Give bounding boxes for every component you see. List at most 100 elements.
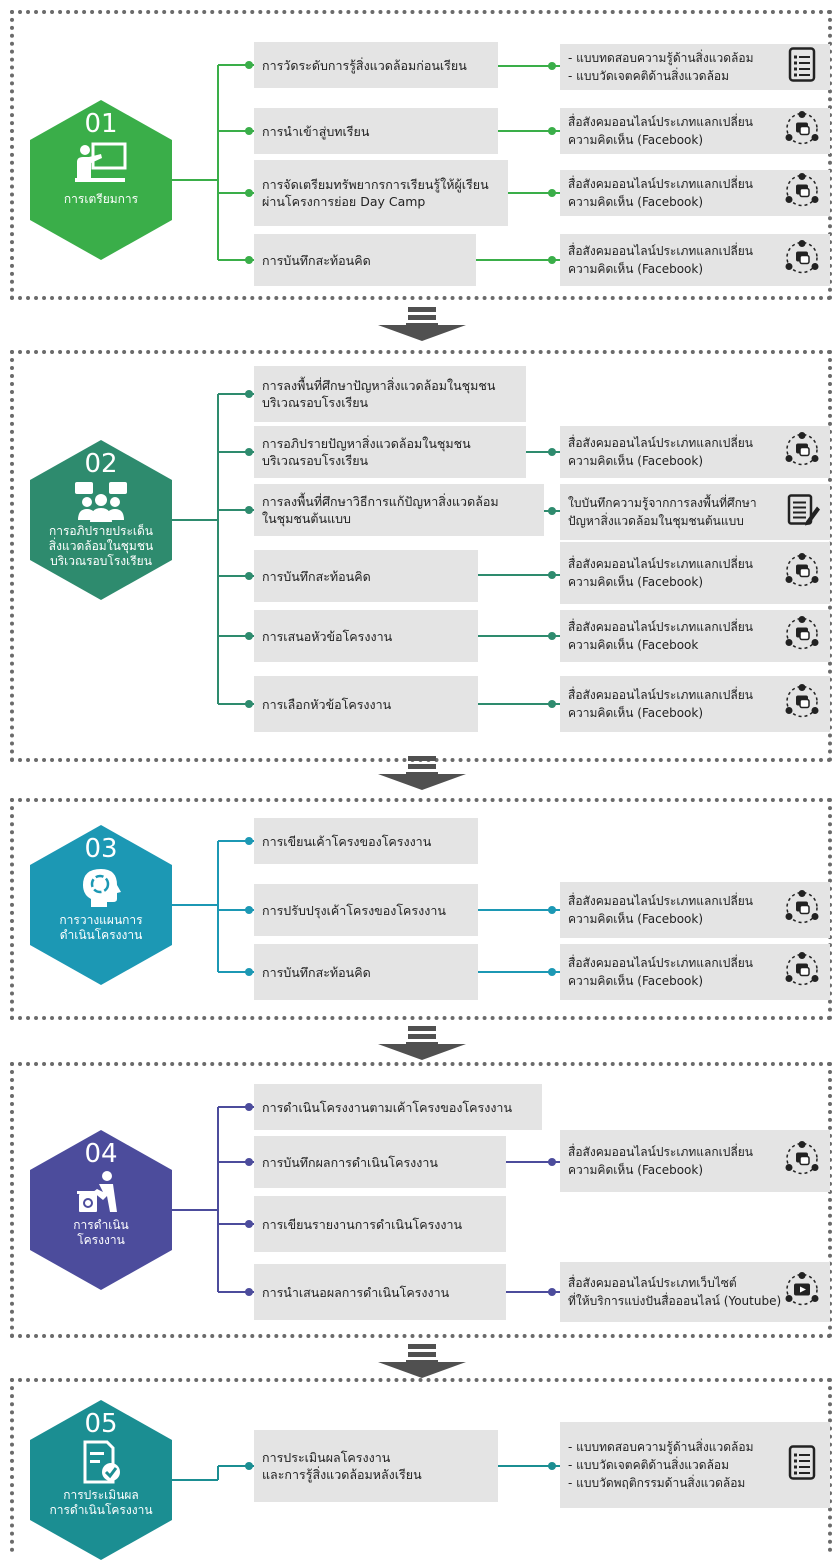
branch-line (218, 1106, 254, 1108)
phase-section (10, 1062, 832, 1338)
resource-box: สื่อสังคมออนไลน์ประเภทแลกเปลี่ยนความคิดเ… (560, 542, 830, 604)
social-network-icon (782, 171, 822, 216)
branch-line (218, 64, 254, 66)
phase-label-line: การอภิปรายประเด็น (48, 524, 153, 538)
phase-label-line: การดำเนิน (73, 1218, 129, 1232)
resource-box: สื่อสังคมออนไลน์ประเภทแลกเปลี่ยนความคิดเ… (560, 882, 830, 938)
step-box: การบันทึกสะท้อนคิด (254, 234, 476, 286)
recycling-person-icon (77, 1171, 117, 1212)
connector-line (172, 1479, 218, 1481)
branch-dot (245, 632, 253, 640)
branch-dot (245, 1158, 253, 1166)
resource-dot (548, 507, 556, 515)
resource-text-line: ความคิดเห็น (Facebook) (568, 706, 704, 720)
resource-dot (548, 1288, 556, 1296)
step-box: การบันทึกสะท้อนคิด (254, 944, 478, 1000)
resource-dot (548, 127, 556, 135)
resource-text-line: สื่อสังคมออนไลน์ประเภทแลกเปลี่ยน (568, 620, 753, 634)
step-text-line: ในชุมชนต้นแบบ (262, 511, 351, 526)
resource-text-line: สื่อสังคมออนไลน์ประเภทแลกเปลี่ยน (568, 1145, 753, 1159)
resource-text-line: ความคิดเห็น (Facebook) (568, 454, 704, 468)
document-icon (782, 45, 822, 90)
step-text-line: การบันทึกผลการดำเนินโครงงาน (262, 1154, 438, 1170)
resource-text-line: สื่อสังคมออนไลน์ประเภทแลกเปลี่ยน (568, 436, 753, 450)
phase-label: การดำเนินโครงงาน (30, 1218, 172, 1248)
branch-line (218, 1223, 254, 1225)
resource-box: สื่อสังคมออนไลน์ประเภทแลกเปลี่ยนความคิดเ… (560, 944, 830, 1000)
step-text-line: การเขียนรายงานการดำเนินโครงงาน (262, 1216, 463, 1232)
social-network-icon (785, 111, 819, 145)
resource-line (526, 451, 560, 453)
resource-dot (548, 1462, 556, 1470)
connector-trunk (217, 394, 219, 704)
branch-line (218, 1161, 254, 1163)
resource-dot (548, 700, 556, 708)
phase-label: การเตรียมการ (30, 192, 172, 207)
resource-line (478, 971, 560, 973)
down-arrow-icon (378, 307, 466, 341)
branch-line (218, 575, 254, 577)
discussion-group-icon (73, 480, 129, 528)
step-text-line: การลงพื้นที่ศึกษาวิธีการแก้ปัญหาสิ่งแวดล… (262, 494, 499, 509)
connector-line (172, 1209, 218, 1211)
social-network-icon (782, 950, 822, 995)
phase-number: 01 (84, 109, 118, 139)
resource-box: สื่อสังคมออนไลน์ประเภทแลกเปลี่ยนความคิดเ… (560, 108, 830, 154)
step-text-line: การอภิปรายปัญหาสิ่งแวดล้อมในชุมชน (262, 436, 471, 451)
branch-dot (245, 1103, 253, 1111)
phase-label-line: การดำเนินโครงงาน (49, 1503, 153, 1517)
phase-hexagon: 03 การวางแผนการดำเนินโครงงาน (30, 825, 172, 985)
phase-number: 03 (84, 834, 118, 864)
step-text-line: ผ่านโครงการย่อย Day Camp (262, 194, 426, 209)
step-box: การประเมินผลโครงงานและการรู้สิ่งแวดล้อมห… (254, 1430, 498, 1502)
step-text-line: การเขียนเค้าโครงของโครงงาน (262, 833, 432, 849)
resource-dot (548, 256, 556, 264)
step-text-line: การเลือกหัวข้อโครงงาน (262, 696, 392, 712)
resource-dot (548, 906, 556, 914)
branch-line (218, 1465, 254, 1467)
connector-trunk (217, 841, 219, 972)
phase-label: การวางแผนการดำเนินโครงงาน (30, 913, 172, 943)
branch-dot (245, 448, 253, 456)
resource-text-line: ความคิดเห็น (Facebook) (568, 262, 704, 276)
branch-line (218, 1291, 254, 1293)
resource-text-line: ความคิดเห็น (Facebook) (568, 912, 704, 926)
social-network-icon (785, 684, 819, 718)
step-text-line: การปรับปรุงเค้าโครงของโครงงาน (262, 902, 446, 918)
resource-text-line: ความคิดเห็น (Facebook) (568, 195, 704, 209)
resource-box: สื่อสังคมออนไลน์ประเภทแลกเปลี่ยนความคิดเ… (560, 426, 830, 478)
social-network-icon (782, 1139, 822, 1184)
social-network-icon (785, 1141, 819, 1175)
step-text-line: การนำเสนอผลการดำเนินโครงงาน (262, 1284, 450, 1300)
phase-label-line: โครงงาน (77, 1233, 125, 1247)
resource-line (506, 1291, 560, 1293)
head-recycle-icon (73, 865, 129, 913)
phase-label: การประเมินผลการดำเนินโครงงาน (30, 1488, 172, 1518)
recycling-person-icon (73, 1170, 129, 1218)
branch-line (218, 909, 254, 911)
resource-text-line: สื่อสังคมออนไลน์ประเภทแลกเปลี่ยน (568, 177, 753, 191)
step-box: การลงพื้นที่ศึกษาวิธีการแก้ปัญหาสิ่งแวดล… (254, 484, 544, 536)
resource-text-line: สื่อสังคมออนไลน์ประเภทแลกเปลี่ยน (568, 956, 753, 970)
social-network-icon (785, 553, 819, 587)
phase-label-line: การเตรียมการ (63, 192, 139, 206)
step-text-line: การประเมินผลโครงงาน (262, 1450, 391, 1465)
phase-hexagon: 01 การเตรียมการ (30, 100, 172, 260)
branch-line (218, 259, 254, 261)
resource-text-line: ความคิดเห็น (Facebook) (568, 1163, 704, 1177)
branch-line (218, 192, 254, 194)
branch-dot (245, 1220, 253, 1228)
checklist-icon (73, 1440, 129, 1488)
branch-dot (245, 700, 253, 708)
resource-box: สื่อสังคมออนไลน์ประเภทแลกเปลี่ยนความคิดเ… (560, 170, 830, 216)
phase-number: 04 (84, 1139, 118, 1169)
resource-line (498, 65, 560, 67)
social-network-icon (782, 682, 822, 727)
resource-box: สื่อสังคมออนไลน์ประเภทแลกเปลี่ยนความคิดเ… (560, 676, 830, 732)
resource-dot (548, 189, 556, 197)
social-network-icon (782, 238, 822, 283)
resource-box: สื่อสังคมออนไลน์ประเภทแลกเปลี่ยนความคิดเ… (560, 234, 830, 286)
phase-section (10, 1378, 832, 1552)
phase-label-line: การประเมินผล (63, 1488, 139, 1502)
resource-text-line: - แบบวัดเจตคติด้านสิ่งแวดล้อม (568, 69, 730, 83)
